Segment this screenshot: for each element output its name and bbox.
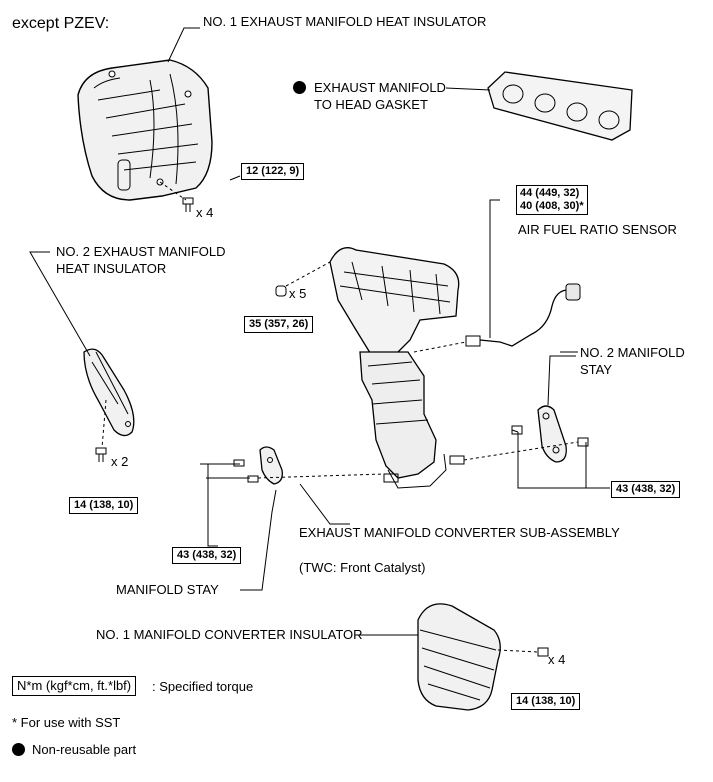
legend-non-reusable: Non-reusable part: [32, 742, 137, 757]
torque-af-sensor-line2: 40 (408, 30)*: [520, 200, 584, 212]
label-heat-insulator-2-line2: HEAT INSULATOR: [56, 261, 167, 276]
label-manifold-stay: MANIFOLD STAY: [116, 582, 219, 597]
qty-insulator-1-bolts: x 4: [196, 205, 214, 220]
legend-torque-unit: N*m (kgf*cm, ft.*lbf): [12, 676, 137, 696]
label-gasket-line2: TO HEAD GASKET: [314, 97, 428, 112]
label-heat-insulator-1: NO. 1 EXHAUST MANIFOLD HEAT INSULATOR: [203, 14, 487, 29]
converter-insulator-drawing: [358, 603, 501, 711]
heat-insulator-2-drawing: [83, 348, 135, 437]
torque-insulator-1: 12 (122, 9): [241, 163, 305, 180]
label-stay-2-line2: STAY: [580, 362, 613, 377]
manifold-stay-drawing: [240, 446, 283, 591]
stay-2-drawing: [537, 355, 576, 463]
legend-sst-note: * For use with SST: [12, 715, 121, 730]
label-converter-assy: EXHAUST MANIFOLD CONVERTER SUB-ASSEMBLY: [299, 525, 620, 540]
fasteners: [95, 197, 589, 657]
label-gasket-line1: EXHAUST MANIFOLD: [314, 80, 446, 95]
torque-af-sensor-line1: 44 (449, 32): [520, 187, 580, 199]
qty-converter-insulator-bolts: x 4: [548, 652, 566, 667]
torque-manifold-stay: 43 (438, 32): [172, 547, 242, 564]
torque-af-sensor: 44 (449, 32) 40 (408, 30)*: [516, 185, 588, 215]
label-heat-insulator-2-line1: NO. 2 EXHAUST MANIFOLD: [56, 244, 226, 259]
qty-insulator-2-bolts: x 2: [111, 454, 129, 469]
legend-non-reusable-icon: [12, 742, 30, 758]
legend-torque-desc: : Specified torque: [152, 679, 254, 694]
label-converter-insulator-1: NO. 1 MANIFOLD CONVERTER INSULATOR: [96, 627, 363, 642]
dashed-lines: [101, 181, 579, 653]
torque-manifold-nuts: 35 (357, 26): [244, 316, 314, 333]
non-reusable-icon: [293, 80, 311, 96]
torque-stay-2: 43 (438, 32): [611, 481, 681, 498]
label-af-sensor: AIR FUEL RATIO SENSOR: [518, 222, 677, 237]
label-twc: (TWC: Front Catalyst): [299, 560, 426, 575]
variant-title: except PZEV:: [12, 15, 110, 32]
heat-insulator-1-drawing: [77, 59, 213, 201]
af-sensor-drawing: [465, 199, 581, 347]
label-stay-2-line1: NO. 2 MANIFOLD: [580, 345, 685, 360]
manifold-converter-drawing: [329, 247, 465, 489]
gasket-drawing: [487, 71, 633, 141]
torque-converter-insulator: 14 (138, 10): [511, 693, 581, 710]
leader-lines: [29, 27, 610, 547]
qty-manifold-nuts: x 5: [289, 286, 307, 301]
torque-insulator-2: 14 (138, 10): [69, 497, 139, 514]
